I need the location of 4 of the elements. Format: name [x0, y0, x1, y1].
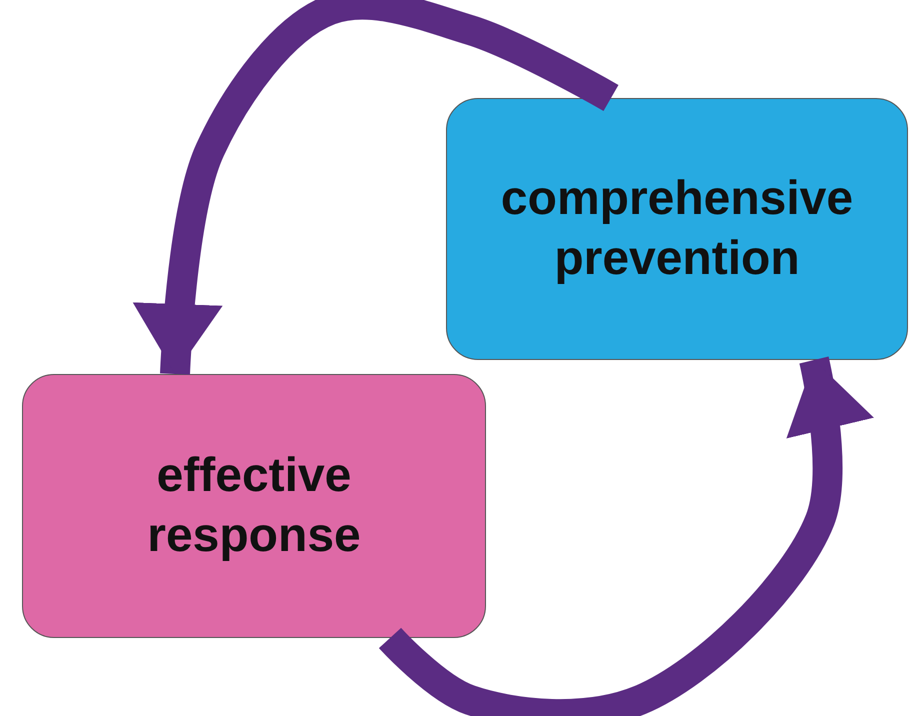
rounded-box	[22, 374, 486, 638]
box-label: comprehensive prevention	[500, 171, 854, 287]
box-label: effective response	[146, 448, 362, 564]
rounded-box	[446, 98, 908, 360]
